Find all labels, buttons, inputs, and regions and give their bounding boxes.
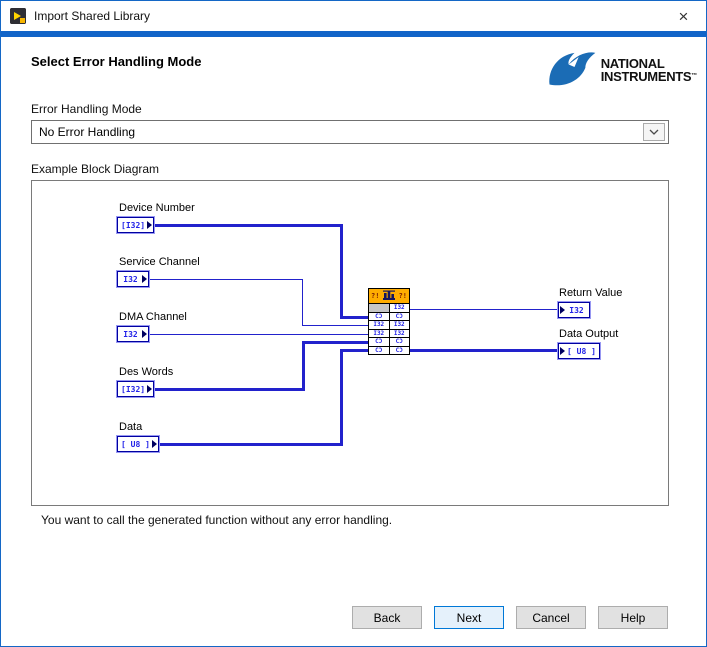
wire-return-value (410, 309, 559, 310)
next-button[interactable]: Next (434, 606, 504, 629)
output-label-data-output: Data Output (559, 328, 619, 340)
terminal-return-value: I32 (557, 301, 591, 319)
accent-bar (1, 31, 706, 37)
terminal-arrow-icon (147, 385, 153, 393)
input-label-service-channel: Service Channel (119, 256, 200, 268)
terminal-type: [ U8 ] (567, 346, 596, 356)
node-header: ?! ?! (369, 289, 409, 304)
node-cell: CƆ (369, 312, 390, 320)
node-cell: CƆ (389, 312, 409, 320)
node-row: CƆ CƆ (369, 311, 409, 320)
wire-data (340, 349, 343, 446)
terminal-dma-channel: I32 (116, 325, 150, 343)
terminal-des-words: [I32] (115, 380, 156, 398)
node-row: CƆ CƆ (369, 345, 409, 354)
ni-eagle-icon (547, 45, 597, 94)
example-block-diagram-label: Example Block Diagram (31, 162, 160, 176)
terminal-type: I32 (123, 329, 138, 339)
node-row: I32 I32 (369, 328, 409, 337)
node-row: CƆ CƆ (369, 337, 409, 346)
window-title: Import Shared Library (34, 9, 151, 23)
terminal-data: [ U8 ] (116, 435, 160, 453)
terminal-type: [I32] (121, 384, 146, 394)
node-badge: ?! (398, 292, 407, 300)
page-title: Select Error Handling Mode (31, 54, 202, 69)
input-label-des-words: Des Words (119, 366, 174, 378)
terminal-device-number: [I32] (115, 216, 156, 234)
node-cell: I32 (389, 304, 409, 312)
node-cell: CƆ (369, 338, 390, 346)
help-button[interactable]: Help (598, 606, 668, 629)
labview-app-icon (10, 8, 26, 24)
wire-service-channel (302, 325, 368, 326)
terminal-data-output: [ U8 ] (557, 342, 601, 360)
mode-description: You want to call the generated function … (41, 513, 393, 527)
wire-device-number (150, 224, 343, 227)
wire-service-channel (302, 279, 303, 326)
close-button[interactable]: × (661, 1, 706, 31)
error-handling-mode-select[interactable]: No Error Handling (31, 120, 669, 144)
terminal-type: [I32] (121, 220, 146, 230)
chevron-down-icon (649, 129, 659, 135)
node-badge: ?! (371, 292, 380, 300)
input-label-device-number: Device Number (119, 202, 195, 214)
terminal-arrow-icon (560, 347, 565, 355)
wire-des-words (302, 341, 305, 391)
terminal-type: [ U8 ] (121, 439, 150, 449)
cancel-button[interactable]: Cancel (516, 606, 586, 629)
library-icon (382, 290, 396, 303)
node-cell: I32 (389, 329, 409, 337)
node-cell: CƆ (389, 346, 409, 354)
terminal-type: I32 (569, 305, 584, 315)
wire-dma-channel (150, 334, 368, 335)
wire-device-number (340, 224, 343, 319)
terminal-arrow-icon (142, 330, 147, 338)
close-icon: × (678, 6, 689, 26)
call-library-function-node: ?! ?! I32 CƆ (368, 288, 410, 355)
node-row: I32 (369, 304, 409, 312)
terminal-arrow-icon (151, 440, 157, 448)
node-cell: I32 (369, 321, 390, 329)
terminal-arrow-icon (142, 275, 147, 283)
combo-dropdown-button[interactable] (643, 123, 665, 141)
terminal-service-channel: I32 (116, 270, 150, 288)
node-parameter-rows: I32 CƆ CƆ I32 I32 I32 I32 CƆ CƆ (369, 304, 409, 354)
node-cell (369, 304, 390, 312)
error-handling-mode-value: No Error Handling (39, 125, 136, 139)
input-label-data: Data (119, 421, 143, 433)
terminal-arrow-icon (147, 221, 153, 229)
wire-des-words (302, 341, 368, 344)
back-button[interactable]: Back (352, 606, 422, 629)
title-bar[interactable]: Import Shared Library × (1, 1, 706, 31)
node-cell: CƆ (389, 338, 409, 346)
node-cell: CƆ (369, 346, 390, 354)
input-label-dma-channel: DMA Channel (119, 311, 187, 323)
terminal-arrow-icon (560, 306, 565, 314)
error-handling-mode-label: Error Handling Mode (31, 102, 142, 116)
node-cell: I32 (389, 321, 409, 329)
wire-device-number (340, 316, 368, 319)
wire-data (340, 349, 368, 352)
wire-data (150, 443, 343, 446)
ni-logo: NATIONAL INSTRUMENTS™ (547, 45, 697, 94)
ni-logo-text: NATIONAL INSTRUMENTS™ (600, 55, 698, 84)
wire-des-words (150, 388, 305, 391)
terminal-type: I32 (123, 274, 138, 284)
wire-data-output (410, 349, 559, 352)
node-cell: I32 (369, 329, 390, 337)
wire-service-channel (150, 279, 303, 280)
example-block-diagram: Device Number Service Channel DMA Channe… (31, 180, 669, 506)
node-row: I32 I32 (369, 320, 409, 329)
output-label-return-value: Return Value (559, 287, 623, 299)
